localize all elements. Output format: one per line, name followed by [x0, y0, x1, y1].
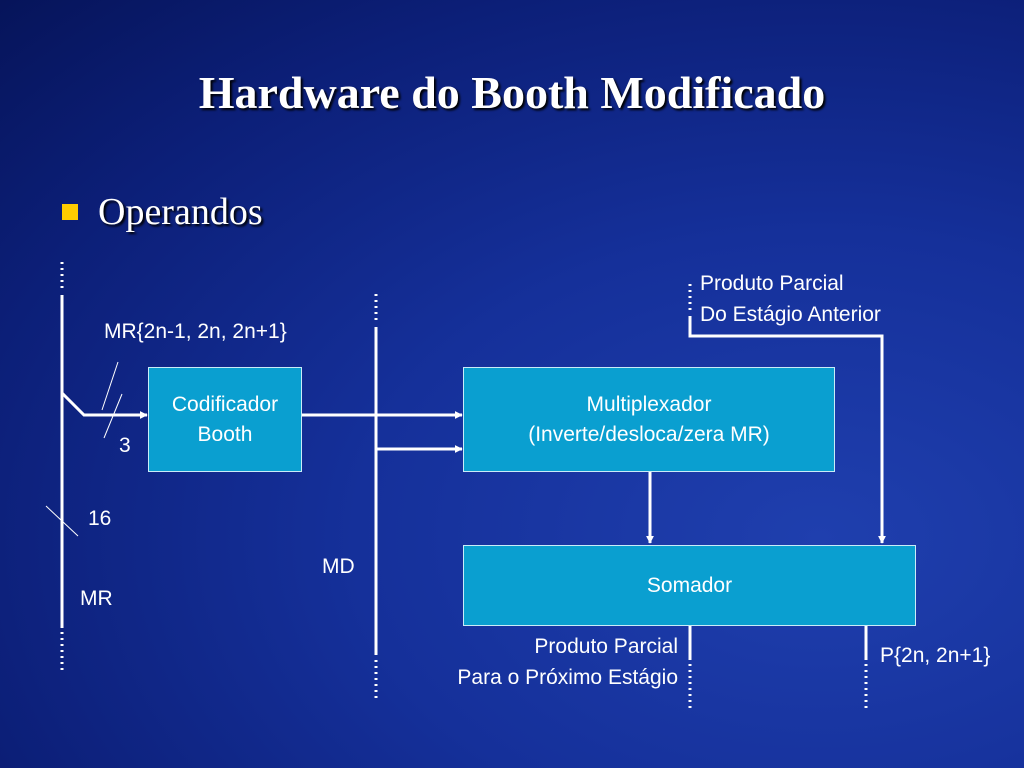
pp-next-label-2: Para o Próximo Estágio — [457, 666, 678, 689]
width-3-label: 3 — [119, 434, 131, 457]
booth-encoder-label: Codificador Booth — [171, 392, 279, 446]
width-slash-16 — [45, 505, 79, 537]
square-bullet-icon — [62, 204, 78, 220]
md-label: MD — [322, 555, 355, 578]
booth-encoder-block: Codificador Booth — [148, 367, 302, 472]
mr-bits-pointer — [101, 361, 119, 411]
pp-next-label-1: Produto Parcial — [534, 635, 678, 658]
mr-bits-label: MR{2n-1, 2n, 2n+1} — [104, 320, 287, 343]
pp-prev-label-2: Do Estágio Anterior — [700, 303, 881, 326]
mr-label: MR — [80, 587, 113, 610]
slide-title: Hardware do Booth Modificado — [198, 67, 826, 118]
multiplexer-label: Multiplexador (Inverte/desloca/zera MR) — [528, 392, 770, 446]
multiplexer-block: Multiplexador (Inverte/desloca/zera MR) — [463, 367, 835, 472]
pp-prev-wire — [688, 316, 886, 544]
width-slash-3 — [103, 393, 123, 439]
bullet-text: Operandos — [98, 191, 263, 233]
adder-block: Somador — [463, 545, 916, 626]
adder-label: Somador — [646, 573, 733, 597]
pp-prev-label-1: Produto Parcial — [700, 272, 844, 295]
mr-to-encoder-wire — [60, 391, 148, 419]
width-16-label: 16 — [88, 507, 112, 530]
p-bits-label: P{2n, 2n+1} — [880, 644, 991, 667]
bullet-item: Operandos — [62, 190, 263, 234]
